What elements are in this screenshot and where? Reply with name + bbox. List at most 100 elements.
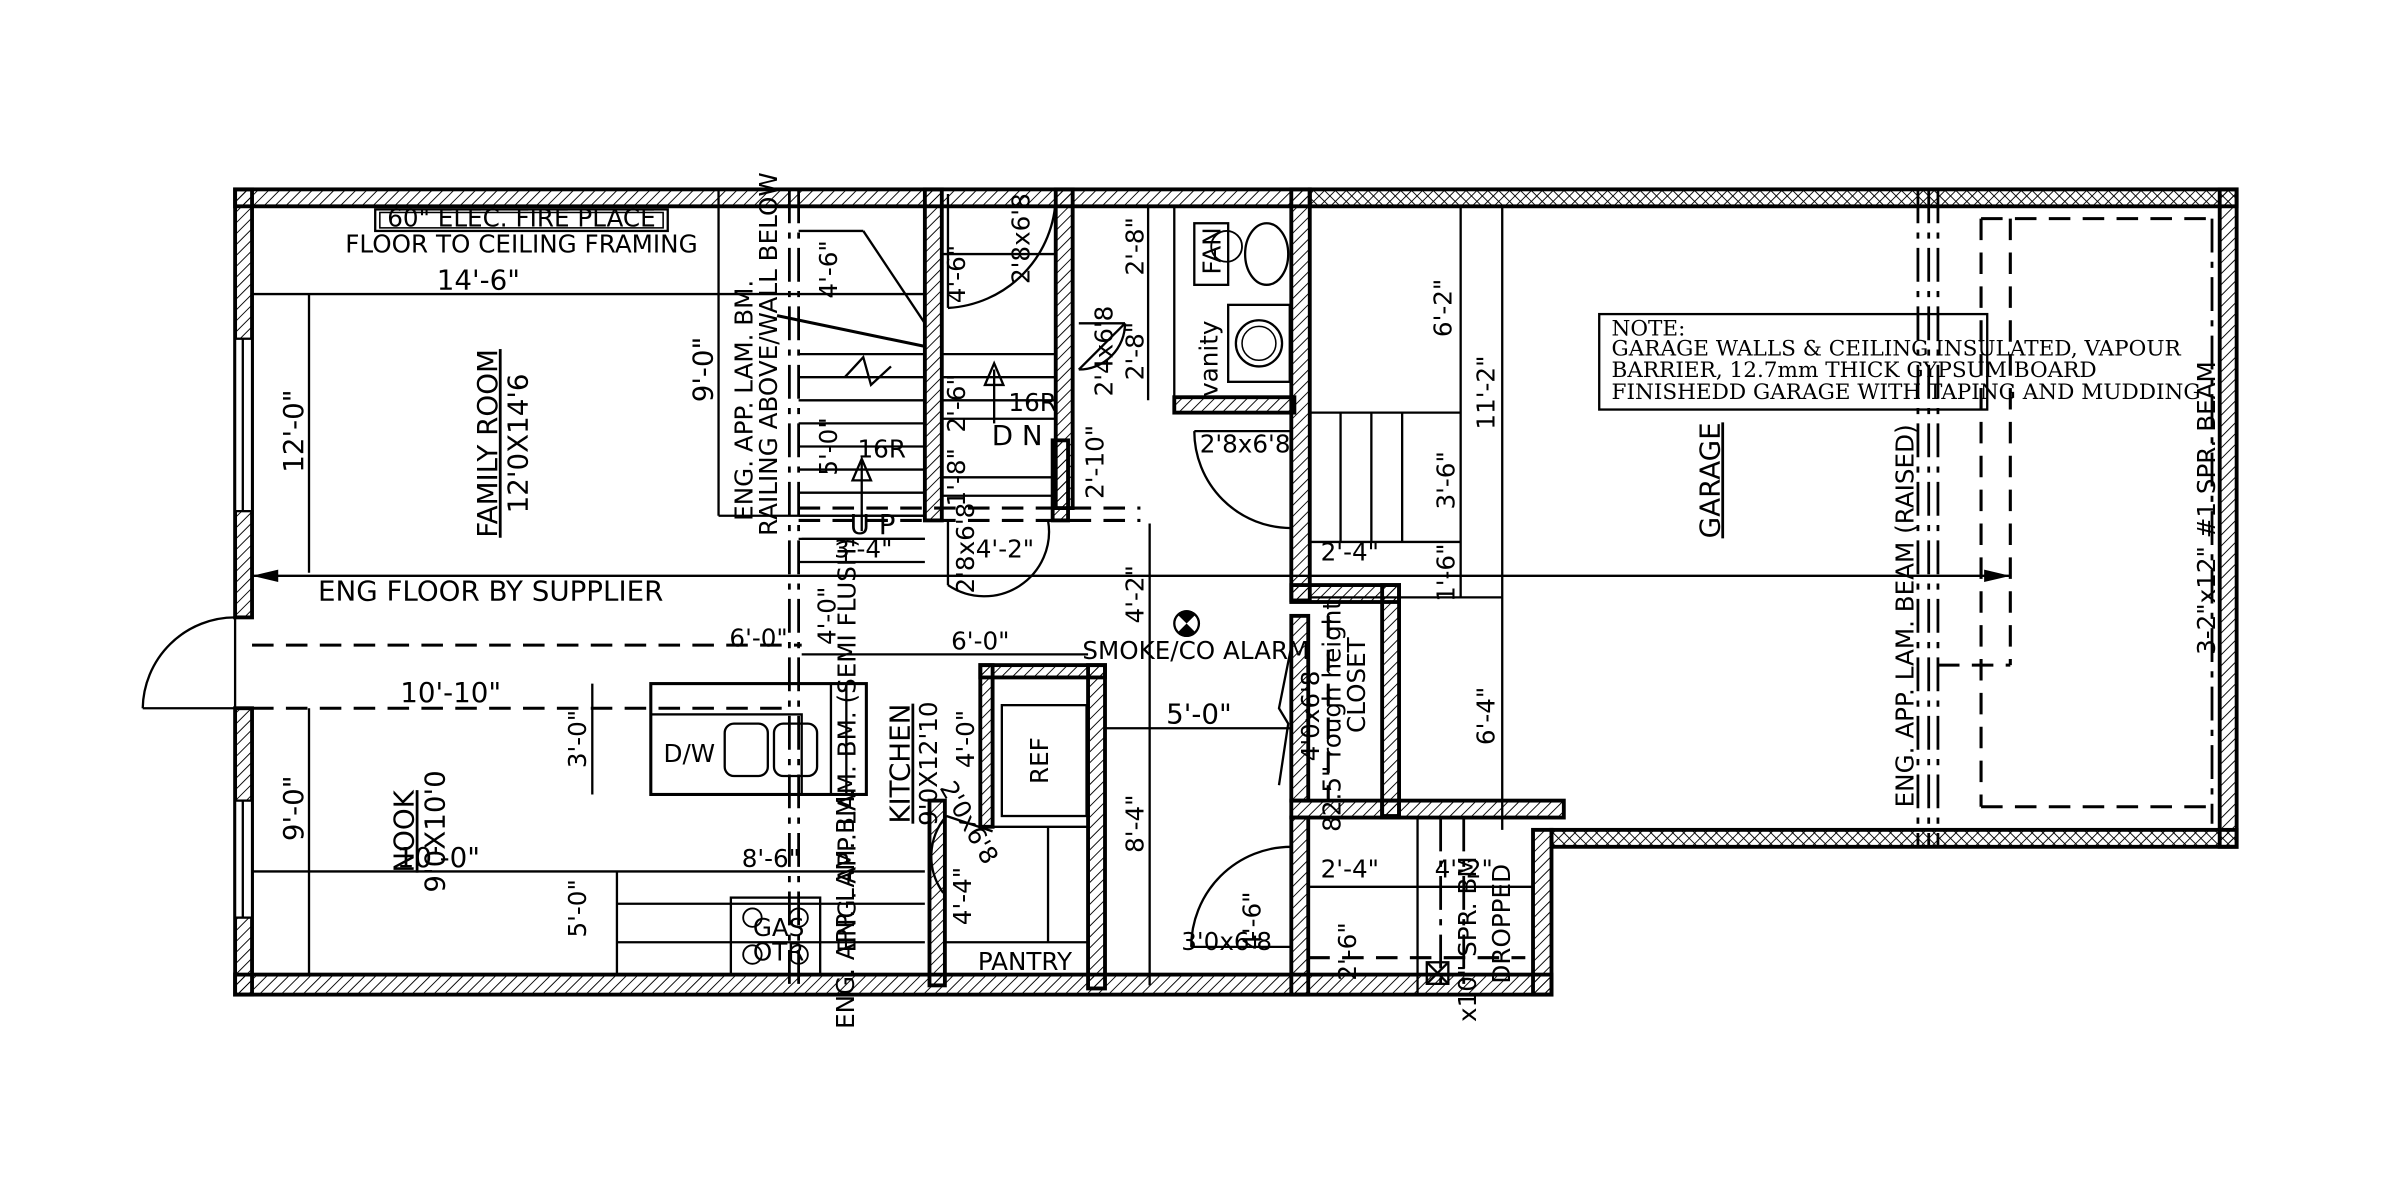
floor-to-ceiling-label: FLOOR TO CEILING FRAMING bbox=[345, 230, 697, 259]
arrow-left-icon bbox=[252, 569, 279, 582]
fireplace-label: 60" ELEC. FIRE PLACE bbox=[387, 203, 655, 232]
gas-label: GAS bbox=[753, 913, 805, 942]
dn-arrow-icon bbox=[983, 360, 1006, 387]
sink-icon bbox=[1227, 303, 1291, 383]
front-door bbox=[141, 616, 237, 710]
kitchen-island bbox=[649, 682, 868, 796]
otr-label: OTR bbox=[753, 938, 805, 967]
dim-g-6-4: 6'-4" bbox=[1472, 687, 1501, 745]
note-line-3: FINISHEDD GARAGE WITH TAPING AND MUDDING bbox=[1612, 380, 2201, 405]
arrow-right-icon bbox=[1984, 569, 2011, 582]
spr-bm-label: x10" SPR. BM bbox=[1453, 856, 1482, 1022]
dim-g-1-6: 1'-6" bbox=[1432, 544, 1461, 602]
dim-hall-8-4: 8'-4" bbox=[1120, 795, 1149, 853]
spr-beam-label: 3-2"x12" #1 SPR. BEAM bbox=[2192, 361, 2221, 655]
door-label-7: 4'0x6'8 bbox=[1296, 671, 1325, 762]
beam-9-dim: 9'-0" bbox=[686, 337, 719, 403]
dn-label: D N bbox=[992, 419, 1043, 452]
dim-stair-2-6: 2'-6" bbox=[942, 374, 971, 432]
risers-up-label: 16R bbox=[858, 434, 906, 463]
dim-hall-4-2: 4'-2" bbox=[1120, 565, 1149, 623]
door-label-3: 2'8x6'8 bbox=[1200, 430, 1291, 459]
dim-fr-width: 14'-6" bbox=[437, 263, 520, 296]
stairs-down bbox=[798, 252, 1141, 522]
eng-floor-label: ENG FLOOR BY SUPPLIER bbox=[318, 574, 663, 607]
kitchen-size: 9'0X12'10 bbox=[914, 701, 943, 825]
sink-left-icon bbox=[723, 722, 769, 778]
note-box bbox=[1598, 312, 1989, 411]
railing-above-label: RAILING ABOVE/WALL BELOW bbox=[754, 172, 783, 536]
smoke-alarm-icon bbox=[1173, 610, 1201, 638]
eng-beam-kitchen2-label: ENG. APP. LAM. BM. bbox=[831, 788, 860, 1029]
door-label-1: 2'8x6'8 bbox=[1007, 193, 1036, 284]
dim-stair-1-8: 1'-8" bbox=[942, 448, 971, 506]
door-pantry bbox=[930, 814, 993, 894]
door-label-6: 3'0x6'8 bbox=[1181, 927, 1272, 956]
interior-walls bbox=[922, 187, 1566, 997]
dim-hall-4-0: 4'-0" bbox=[813, 587, 842, 645]
family-room-label: FAMILY ROOM bbox=[471, 349, 504, 538]
fan-icon bbox=[1210, 230, 1243, 263]
eng-beam-garage-label: ENG. APP. LAM. BEAM (RAISED) bbox=[1890, 424, 1919, 807]
sink-right-icon bbox=[772, 722, 819, 778]
smoke-alarm-label: SMOKE/CO ALARM bbox=[1082, 636, 1309, 665]
bathroom bbox=[1173, 206, 1291, 413]
nook-size: 9'0X10'0 bbox=[418, 770, 451, 892]
dim-stair-2-10: 2'-10" bbox=[1080, 425, 1109, 499]
closet-label: CLOSET bbox=[1342, 636, 1371, 733]
up-label: U P bbox=[850, 508, 896, 541]
note-line-1: GARAGE WALLS & CEILING INSULATED, VAPOUR bbox=[1612, 337, 2182, 362]
dim-g-6-2: 6'-2" bbox=[1428, 279, 1457, 337]
dim-k-6-0: 6'-0" bbox=[729, 624, 787, 653]
dim-g-3-6: 3'-6" bbox=[1432, 451, 1461, 509]
kitchen-counter bbox=[615, 871, 925, 976]
stove-icon bbox=[729, 896, 822, 976]
dim-stair-4-6b: 4'-6" bbox=[942, 245, 971, 303]
risers-dn-label: 16R bbox=[1008, 388, 1056, 417]
dim-k-6-0b: 6'-0" bbox=[951, 627, 1009, 656]
dim-stair-5-0: 5'-0" bbox=[814, 417, 843, 475]
dim-stair-4-2: 4'-2" bbox=[976, 534, 1034, 563]
garage-door-outline bbox=[1937, 217, 2219, 824]
up-arrow-icon bbox=[850, 455, 873, 482]
closet bbox=[1277, 615, 1330, 801]
fan-label: FAN bbox=[1197, 227, 1226, 274]
dim-stair-3-4: 3'-4" bbox=[834, 534, 892, 563]
door-bath-small bbox=[1078, 322, 1127, 371]
dim-fr-height: 12'-0" bbox=[277, 389, 310, 472]
dim-g-2-4: 2'-4" bbox=[1321, 537, 1379, 566]
door-label-4: 2'8x6'8 bbox=[951, 503, 980, 594]
dim-k-4-4: 4'-4" bbox=[948, 867, 977, 925]
window-left-lower bbox=[233, 799, 254, 919]
dim-k-5-0: 5'-0" bbox=[563, 879, 592, 937]
door-stair-top bbox=[946, 193, 1057, 310]
kitchen-label: KITCHEN bbox=[883, 704, 916, 824]
door-bath bbox=[1193, 429, 1292, 530]
dim-bath-2-8b: 2'-8" bbox=[1120, 322, 1149, 380]
dim-e-4-6: 4'-6" bbox=[1238, 892, 1267, 950]
window-left-upper bbox=[233, 337, 254, 513]
toilet-icon bbox=[1193, 222, 1230, 286]
dim-nook-10-10: 10'-10" bbox=[400, 676, 501, 709]
dim-g-11-2: 11'-2" bbox=[1472, 356, 1501, 430]
dim-e-2-6: 2'-6" bbox=[1333, 922, 1362, 980]
dim-k-8-6: 8'-6" bbox=[742, 844, 800, 873]
dim-stair-4-6: 4'-6" bbox=[814, 240, 843, 298]
post-icon bbox=[1425, 961, 1450, 985]
door-stair-bottom bbox=[946, 520, 1051, 598]
family-room-size: 12'0X14'6 bbox=[502, 373, 535, 513]
dim-k-4-0: 4'-0" bbox=[951, 710, 980, 768]
stairs-up bbox=[776, 229, 926, 564]
pantry-label: PANTRY bbox=[978, 947, 1073, 976]
dw-label: D/W bbox=[663, 739, 715, 768]
dim-nook-9-0: 9'-0" bbox=[277, 776, 310, 842]
dim-nook-10-0: 10'-0" bbox=[397, 841, 480, 874]
vanity-label: vanity bbox=[1194, 321, 1223, 397]
note-title: NOTE: bbox=[1612, 317, 1686, 342]
ref-label: REF bbox=[1025, 737, 1054, 784]
fireplace bbox=[374, 208, 669, 233]
dim-bath-2-8: 2'-8" bbox=[1120, 217, 1149, 275]
dim-e-2-4: 2'-4" bbox=[1321, 855, 1379, 884]
closet-rough-label: 82.5" rough height bbox=[1318, 600, 1347, 832]
